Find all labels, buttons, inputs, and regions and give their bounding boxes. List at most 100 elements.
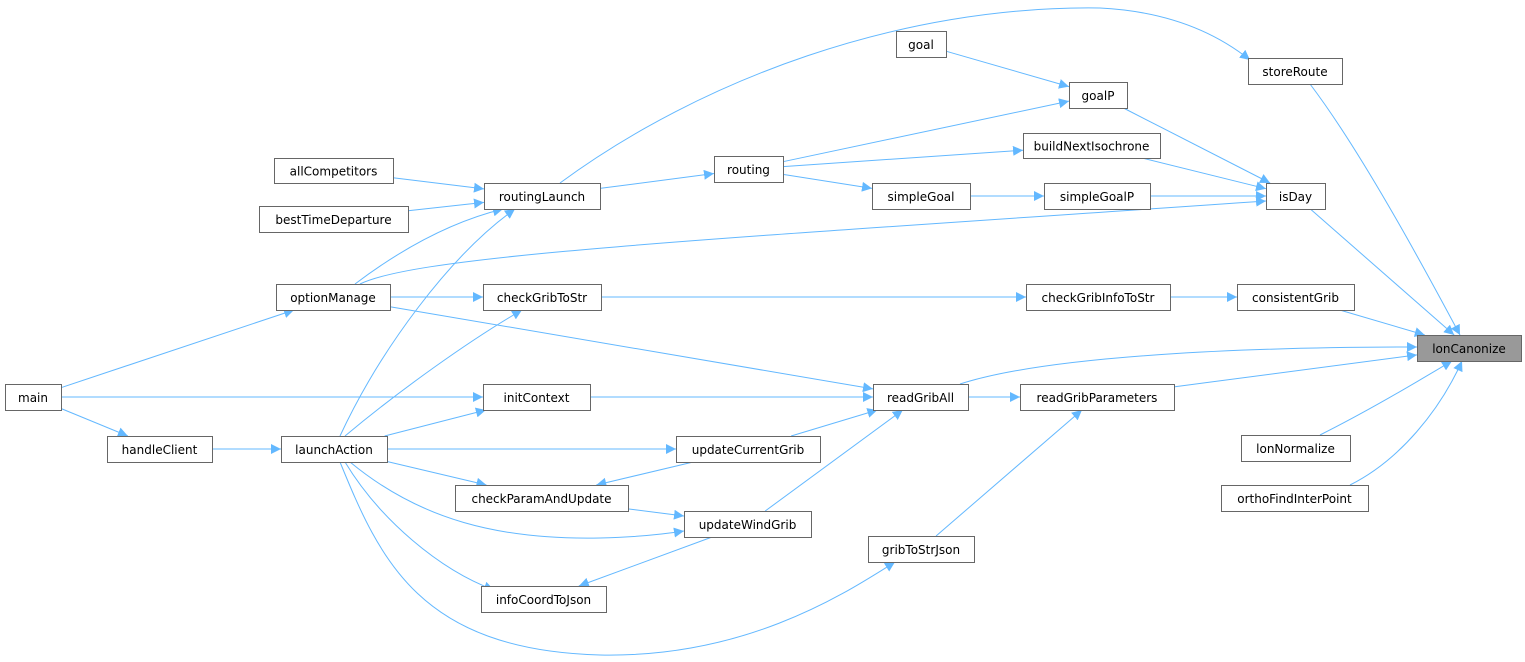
edge-goal-to-goalP — [945, 50, 1070, 89]
edge-routing-to-simpleGoal — [782, 173, 873, 192]
node-box — [1266, 183, 1326, 210]
node-box — [868, 536, 975, 563]
node-allCompetitors[interactable]: allCompetitors — [274, 158, 394, 184]
edge-storeRoute-to-lonCanonize — [1309, 83, 1461, 336]
node-box — [684, 511, 812, 538]
node-infoCoordToJson[interactable]: infoCoordToJson — [481, 586, 607, 613]
edge-launchAction-to-routingLaunch — [339, 208, 516, 437]
node-box — [676, 436, 821, 463]
node-checkParamAndUpdate[interactable]: checkParamAndUpdate — [455, 485, 629, 512]
node-box — [483, 384, 591, 411]
node-lonCanonize[interactable]: lonCanonize — [1417, 335, 1522, 362]
node-handleClient[interactable]: handleClient — [107, 436, 213, 463]
edge-updateCurrentGrib-to-checkParamAndUpdate — [596, 461, 694, 488]
node-box — [455, 485, 629, 512]
node-bestTimeDeparture[interactable]: bestTimeDeparture — [259, 206, 409, 233]
node-box — [872, 183, 971, 210]
node-checkGribToStr[interactable]: checkGribToStr — [483, 284, 602, 311]
node-checkGribInfoToStr[interactable]: checkGribInfoToStr — [1026, 284, 1171, 311]
node-updateWindGrib[interactable]: updateWindGrib — [684, 511, 812, 538]
node-storeRoute[interactable]: storeRoute — [1248, 58, 1343, 85]
node-label: routingLaunch — [499, 190, 585, 204]
node-label: infoCoordToJson — [496, 593, 591, 607]
node-box — [896, 31, 947, 58]
node-optionManage[interactable]: optionManage — [276, 284, 391, 311]
node-updateCurrentGrib[interactable]: updateCurrentGrib — [676, 436, 821, 463]
node-readGribParameters[interactable]: readGribParameters — [1020, 384, 1175, 411]
node-simpleGoal[interactable]: simpleGoal — [872, 183, 971, 210]
node-goal[interactable]: goal — [896, 31, 947, 58]
node-box — [1221, 485, 1369, 512]
node-box — [484, 183, 601, 210]
edge-launchAction-to-gribToStrJson — [339, 461, 896, 656]
node-label: updateWindGrib — [699, 518, 797, 532]
node-box — [1069, 82, 1128, 109]
node-box — [107, 436, 213, 463]
node-main[interactable]: main — [5, 384, 62, 411]
edge-main-to-optionManage — [60, 308, 295, 389]
node-buildNextIsochrone[interactable]: buildNextIsochrone — [1023, 133, 1161, 159]
node-box — [1241, 435, 1351, 462]
node-label: storeRoute — [1262, 65, 1327, 79]
node-consistentGrib[interactable]: consistentGrib — [1237, 284, 1355, 311]
edge-isDay-to-lonCanonize — [1310, 208, 1455, 336]
edge-updateWindGrib-to-readGribAll — [764, 409, 904, 512]
node-initContext[interactable]: initContext — [483, 384, 591, 411]
node-label: checkParamAndUpdate — [471, 492, 611, 506]
node-box — [873, 384, 969, 411]
node-label: optionManage — [290, 291, 376, 305]
node-label: main — [18, 391, 48, 405]
node-box — [5, 384, 62, 411]
node-goalP[interactable]: goalP — [1069, 82, 1128, 109]
node-box — [1026, 284, 1171, 311]
edge-launchAction-to-initContext — [384, 407, 486, 437]
edge-consistentGrib-to-lonCanonize — [1339, 309, 1425, 337]
node-box — [714, 156, 784, 183]
edge-goalP-to-isDay — [1123, 107, 1271, 184]
edge-readGribAll-to-lonCanonize — [959, 342, 1418, 385]
node-label: goal — [908, 38, 934, 52]
node-box — [1248, 58, 1343, 85]
node-label: allCompetitors — [290, 165, 378, 179]
node-box — [1044, 183, 1151, 210]
node-launchAction[interactable]: launchAction — [281, 436, 388, 463]
edge-main-to-handleClient — [60, 408, 129, 437]
edge-checkParamAndUpdate-to-updateWindGrib — [627, 508, 685, 520]
node-routingLaunch[interactable]: routingLaunch — [484, 183, 601, 210]
node-label: orthoFindInterPoint — [1237, 492, 1352, 506]
edge-bestTimeDeparture-to-routingLaunch — [407, 198, 485, 212]
node-box — [259, 206, 409, 233]
node-label: checkGribToStr — [497, 291, 587, 305]
edge-optionManage-to-isDay — [359, 196, 1267, 285]
edge-launchAction-to-checkParamAndUpdate — [386, 461, 487, 488]
node-routing[interactable]: routing — [714, 156, 784, 183]
node-simpleGoalP[interactable]: simpleGoalP — [1044, 183, 1151, 210]
edge-updateCurrentGrib-to-readGribAll — [790, 408, 878, 437]
node-label: isDay — [1279, 190, 1312, 204]
node-orthoFindInterPoint[interactable]: orthoFindInterPoint — [1221, 485, 1369, 512]
node-label: launchAction — [295, 443, 373, 457]
edge-gribToStrJson-to-readGribParameters — [935, 409, 1083, 537]
edge-routingLaunch-to-storeRoute — [559, 7, 1251, 184]
node-label: initContext — [504, 391, 570, 405]
node-label: goalP — [1082, 89, 1115, 103]
node-label: handleClient — [122, 443, 198, 457]
node-label: bestTimeDeparture — [275, 213, 391, 227]
node-label: buildNextIsochrone — [1034, 140, 1150, 154]
edge-orthoFindInterPoint-to-lonCanonize — [1349, 360, 1463, 486]
edge-allCompetitors-to-routingLaunch — [392, 177, 485, 193]
node-isDay[interactable]: isDay — [1266, 183, 1326, 210]
node-lonNormalize[interactable]: lonNormalize — [1241, 435, 1351, 462]
node-label: gribToStrJson — [882, 543, 960, 557]
node-gribToStrJson[interactable]: gribToStrJson — [868, 536, 975, 563]
node-box — [1020, 384, 1175, 411]
node-label: routing — [727, 163, 770, 177]
node-label: consistentGrib — [1252, 291, 1339, 305]
edge-launchAction-to-infoCoordToJson — [344, 461, 495, 592]
node-label: updateCurrentGrib — [692, 443, 805, 457]
edge-optionManage-to-routingLaunch — [354, 206, 504, 285]
node-box — [483, 284, 602, 311]
node-box — [274, 158, 394, 184]
node-readGribAll[interactable]: readGribAll — [873, 384, 969, 411]
